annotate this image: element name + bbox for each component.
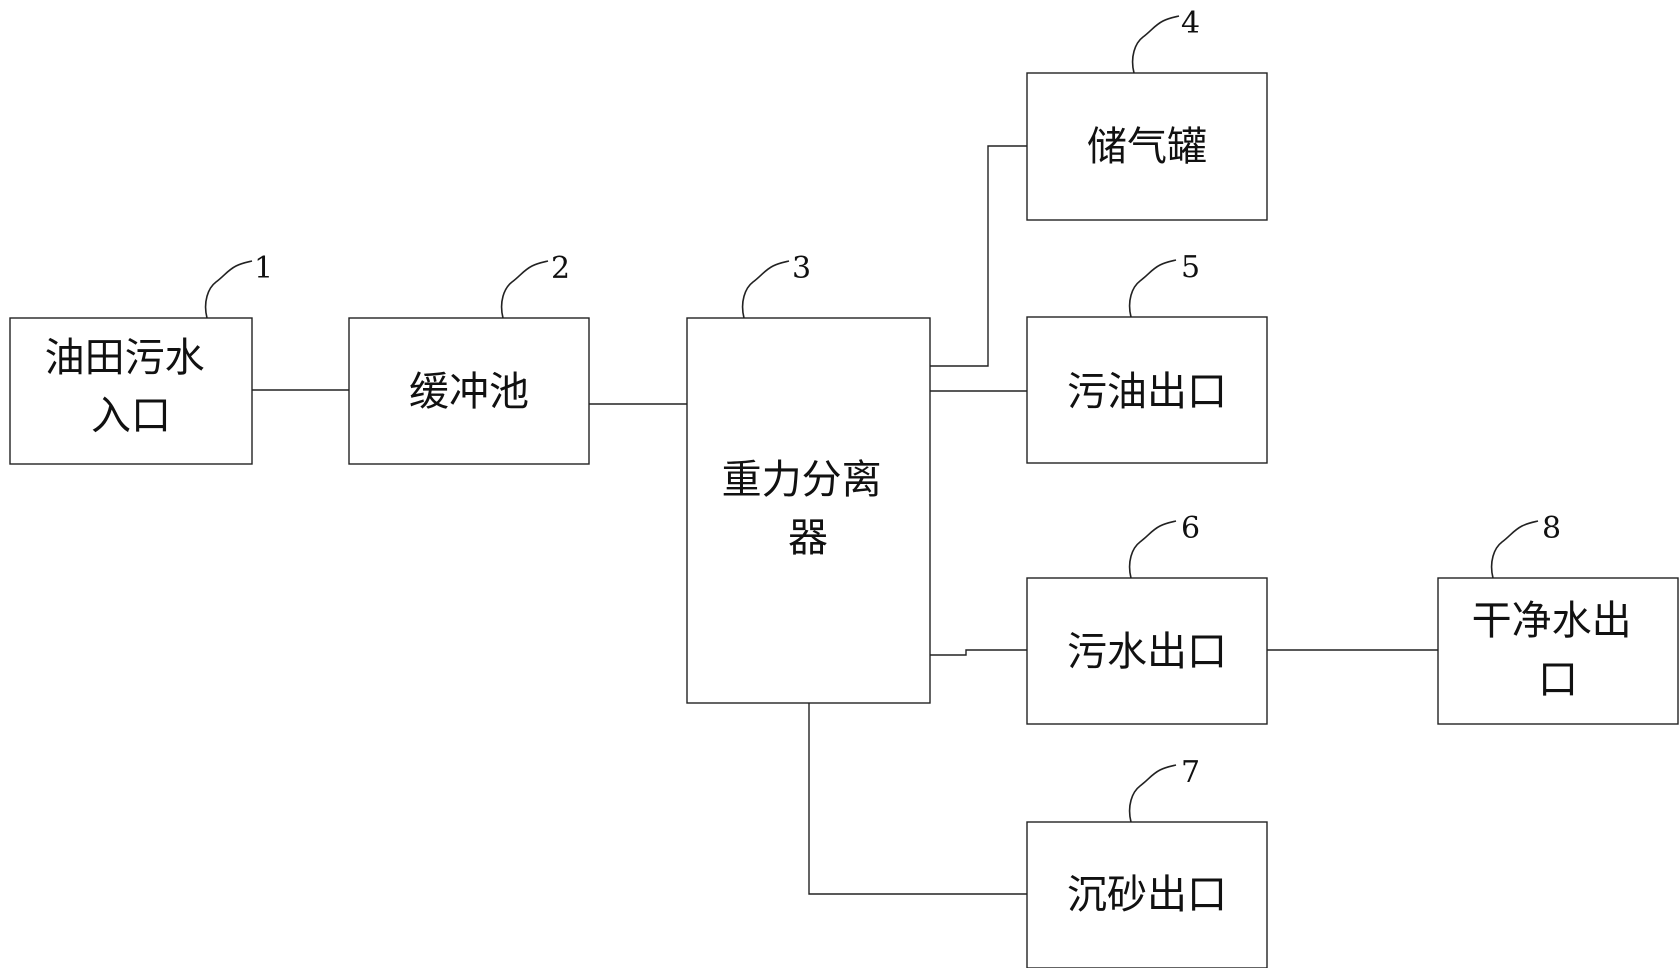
leader-5	[1128, 259, 1177, 318]
node-6-box	[1026, 577, 1268, 725]
node-1: 油田污水 入口	[9, 317, 253, 465]
node-1-label-line-2: 入口	[91, 393, 171, 439]
ref-number-7: 7	[1181, 755, 1200, 790]
node-2: 缓冲池	[348, 317, 590, 465]
svg-text:重力分离 器: 重力分离 器	[722, 457, 895, 561]
leader-8	[1490, 520, 1539, 579]
node-4-label: 储气罐	[1087, 124, 1207, 170]
connectors	[252, 145, 1438, 895]
node-1-label-line-1: 油田污水	[45, 335, 205, 381]
leader-2	[500, 260, 549, 319]
node-3: 重力分离 器	[686, 317, 931, 704]
leader-6	[1128, 520, 1177, 579]
leader-1	[204, 260, 253, 319]
ref-number-8: 8	[1542, 511, 1561, 546]
svg-text:干净水出 口: 干净水出 口	[1472, 598, 1645, 703]
node-6: 污水出口	[1026, 577, 1268, 725]
node-7-label: 沉砂出口	[1067, 872, 1227, 918]
ref-number-3: 3	[792, 251, 811, 286]
node-4: 储气罐	[1026, 72, 1268, 221]
node-7-box	[1026, 821, 1268, 968]
node-3-label-line-2: 器	[788, 515, 828, 561]
ref-number-4: 4	[1181, 6, 1200, 41]
leader-4	[1131, 15, 1180, 74]
node-1-box	[9, 317, 253, 465]
connector-3-6	[930, 649, 1027, 656]
svg-text:油田污水 入口: 油田污水 入口	[45, 335, 218, 439]
ref-number-5: 5	[1181, 250, 1200, 285]
leader-7	[1128, 764, 1177, 823]
node-8-label-line-1: 干净水出	[1472, 598, 1632, 644]
ref-number-2: 2	[551, 251, 570, 286]
ref-number-1: 1	[254, 251, 273, 286]
node-3-box	[686, 317, 931, 704]
node-6-label: 污水出口	[1067, 629, 1227, 675]
node-4-box	[1026, 72, 1268, 221]
connector-3-4	[930, 145, 1027, 367]
ref-number-6: 6	[1181, 511, 1200, 546]
node-3-label-line-1: 重力分离	[722, 457, 882, 503]
leader-3	[741, 260, 790, 319]
node-2-label: 缓冲池	[409, 369, 529, 415]
node-7: 沉砂出口	[1026, 821, 1268, 968]
node-8-label-line-2: 口	[1538, 657, 1578, 703]
reference-labels: 1 2 3 4 5 6 7 8	[204, 6, 1561, 823]
node-5-label: 污油出口	[1067, 369, 1227, 415]
node-8-box	[1437, 577, 1679, 725]
connector-3-7	[808, 703, 1027, 895]
node-8: 干净水出 口	[1437, 577, 1679, 725]
node-2-box	[348, 317, 590, 465]
node-5-box	[1026, 316, 1268, 464]
node-5: 污油出口	[1026, 316, 1268, 464]
